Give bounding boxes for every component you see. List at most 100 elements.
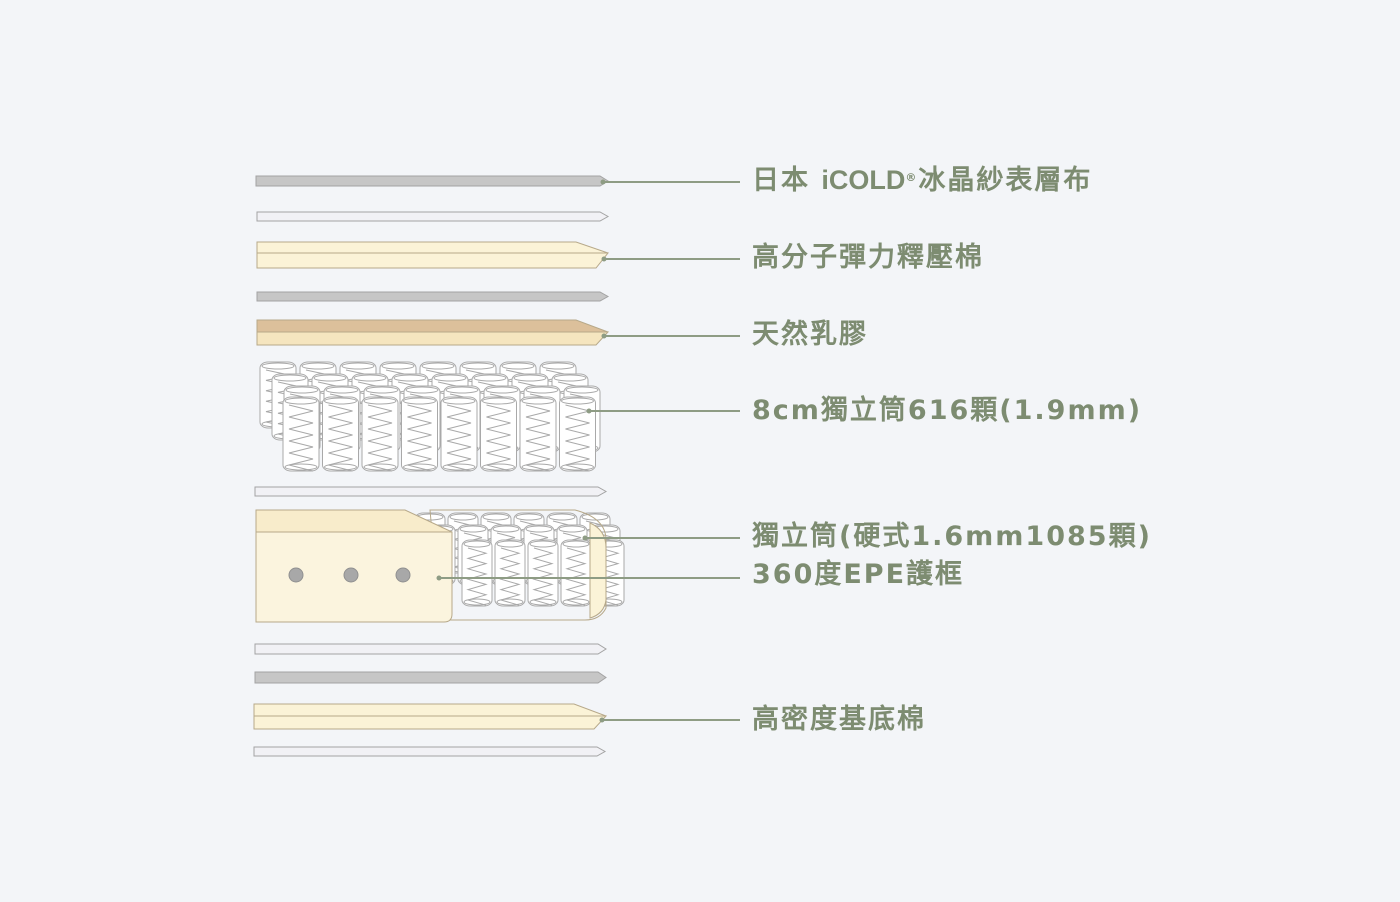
fabric-sheet-2 (256, 291, 610, 302)
spring-top-row1-3-top-ring (341, 362, 375, 370)
spring-top-row3-5-top-ring (445, 386, 479, 394)
spring-top-row3-3-top-ring (365, 386, 399, 394)
spring-bottom-front-3 (527, 539, 559, 607)
spring-bottom-front-1-top-ring (463, 540, 491, 548)
spring-top-front-2-wire (328, 404, 353, 472)
spring-bottom-front-1-wire (466, 547, 488, 606)
label-epe-frame: 360度EPE護框 (752, 559, 965, 590)
spring-top-row3-8-top-ring (565, 386, 599, 394)
base-foam-slab-top (253, 703, 607, 717)
spring-top-front-3-top-ring (363, 397, 397, 405)
spring-top-front-3-bottom-ring (363, 463, 397, 471)
epe-frame-right-side (589, 522, 607, 619)
spring-top-front-1-bottom-ring (284, 463, 318, 471)
spring-bottom-front-1-bottom-ring (463, 598, 491, 606)
label-cover-suffix: 冰晶紗表層布 (918, 165, 1093, 196)
spring-top-row2-2-top-ring (313, 374, 347, 382)
leader-epe-frame-dot (436, 575, 442, 581)
spring-bottom-front-4-top-ring (562, 540, 590, 548)
frame-vent-hole-2 (343, 567, 359, 583)
label-cover-brand: iCOLD (821, 165, 906, 195)
label-cover-prefix: 日本 (752, 165, 822, 196)
spring-top-front-6-bottom-ring (482, 463, 515, 471)
spring-top-front-7 (519, 396, 557, 472)
cover-fabric-sheet (255, 175, 609, 187)
spring-top-row1-7-top-ring (501, 362, 535, 370)
spring-top-row1-1-top-ring (261, 362, 295, 370)
frame-vent-hole-1 (288, 567, 304, 583)
spring-top-front-5-wire (446, 404, 472, 472)
latex-slab-body (256, 331, 610, 346)
spring-bottom-row1-2-top-ring (449, 513, 477, 521)
spring-top-front-8-wire (565, 404, 590, 472)
spring-bottom-front-3-wire (532, 547, 554, 606)
spring-bottom-front-4-bottom-ring (562, 598, 590, 606)
spring-top-front-7-wire (525, 404, 551, 472)
spring-bottom-front-1-casing (461, 539, 493, 607)
spring-top-row3-7-top-ring (525, 386, 559, 394)
label-pocket-springs-bottom: 獨立筒(硬式1.6mm1085顆) (752, 521, 1152, 552)
spring-bottom-front-3-bottom-ring (529, 598, 557, 606)
spring-top-front-2 (322, 396, 359, 472)
spring-top-front-4-bottom-ring (403, 463, 436, 471)
spring-bottom-front-2-top-ring (496, 540, 524, 548)
comfort-fabric-sheet-1 (256, 211, 610, 222)
spring-top-front-6-wire (486, 404, 511, 472)
leader-springs-top-dot (586, 408, 592, 414)
spring-top-front-7-top-ring (521, 397, 555, 405)
leader-lines (436, 179, 740, 723)
memory-foam-slab-top (256, 241, 609, 254)
spring-top-front-1 (282, 396, 320, 472)
spring-top-row2-4-top-ring (393, 374, 427, 382)
spring-top-front-3-wire (367, 404, 393, 472)
memory-foam-slab-body (256, 252, 610, 269)
spring-bottom-row2-4-top-ring (525, 525, 553, 533)
spring-top-row2-8-top-ring (553, 374, 587, 382)
spring-top-front-4-wire (407, 404, 432, 472)
spring-bottom-front-2-casing (494, 539, 526, 607)
pocket-springs-top-block (259, 361, 601, 472)
frame-vent-hole-3 (395, 567, 411, 583)
spring-top-row3-4-top-ring (405, 386, 439, 394)
spring-top-row1-2-top-ring (301, 362, 335, 370)
spring-top-row2-7-top-ring (513, 374, 547, 382)
fabric-sheet-4 (254, 643, 607, 655)
leader-springs-bottom-dot (582, 535, 588, 541)
spring-bottom-front-2-wire (499, 547, 521, 606)
spring-top-front-5 (440, 396, 478, 472)
spring-top-front-8-bottom-ring (561, 463, 594, 471)
epe-frame-back-outline (429, 509, 607, 621)
spring-top-row1-5-top-ring (421, 362, 455, 370)
layer-stack (253, 175, 610, 757)
label-base-foam: 高密度基底棉 (752, 704, 926, 735)
leader-base-foam-dot (599, 717, 605, 723)
spring-top-front-2-top-ring (324, 397, 357, 405)
spring-top-row3-1-top-ring (285, 386, 319, 394)
leader-latex-dot (601, 333, 607, 339)
spring-top-front-5-top-ring (442, 397, 476, 405)
spring-bottom-front-1 (461, 539, 493, 607)
spring-top-row2-3-top-ring (353, 374, 387, 382)
spring-top-front-8 (559, 396, 596, 472)
spring-bottom-row2-5-top-ring (558, 525, 586, 533)
spring-top-front-4 (401, 396, 438, 472)
spring-bottom-front-4-wire (565, 547, 587, 606)
spring-top-front-7-bottom-ring (521, 463, 555, 471)
spring-bottom-front-3-casing (527, 539, 559, 607)
spring-top-front-3 (361, 396, 399, 472)
spring-bottom-front-2-bottom-ring (496, 598, 524, 606)
spring-top-row1-4-top-ring (381, 362, 415, 370)
spring-top-row3-6-top-ring (485, 386, 519, 394)
label-latex: 天然乳膠 (752, 319, 868, 350)
spring-top-row2-5-top-ring (433, 374, 467, 382)
fabric-sheet-3 (254, 486, 608, 497)
spring-top-front-5-bottom-ring (442, 463, 476, 471)
latex-slab-top (256, 319, 609, 333)
spring-top-row1-6-top-ring (461, 362, 495, 370)
spring-top-front-8-top-ring (561, 397, 594, 405)
bottom-fabric-sheet (253, 746, 607, 757)
spring-bottom-front-4 (560, 539, 592, 607)
leader-memory-foam-dot (601, 256, 607, 262)
